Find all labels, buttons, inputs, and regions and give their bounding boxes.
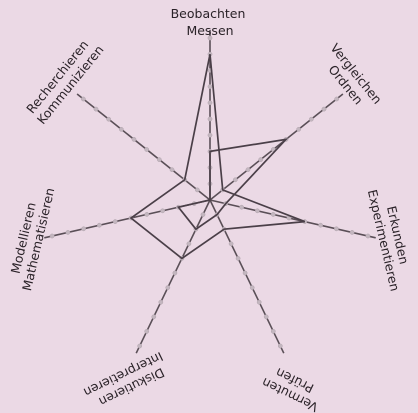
tick-vergleichen-2 [232,177,238,183]
tick-erkunden-9 [349,230,355,235]
tick-diskutieren-1 [200,212,206,217]
tick-vergleichen-3 [245,167,251,173]
axis-label-vermuten: Vermuten Prüfen [256,360,327,413]
tick-modellieren-8 [81,226,86,232]
tick-recherchieren-6 [131,137,137,142]
tick-vermuten-8 [263,314,269,320]
tick-modellieren-10 [49,233,55,239]
tick-vergleichen-7 [296,126,302,132]
tick-beobachten-7 [207,84,213,89]
axis-label-modellieren: Modellieren Mathematisieren [4,183,57,292]
tick-vermuten-4 [235,256,241,261]
tick-recherchieren-3 [169,167,175,173]
axis-label-beobachten: Beobachten Messen [171,6,250,38]
tick-modellieren-7 [97,222,102,228]
tick-beobachten-5 [207,116,213,122]
tick-diskutieren-9 [144,329,150,334]
tick-erkunden-2 [239,204,244,210]
axis-line-vermuten [209,199,285,354]
tick-modellieren-9 [65,230,71,235]
tick-erkunden-8 [334,226,339,232]
axis-line-diskutieren [135,199,211,354]
tick-diskutieren-10 [137,343,143,349]
tick-erkunden-4 [270,212,276,217]
profile-polygon-2 [176,138,289,231]
tick-diskutieren-5 [172,270,178,276]
tick-beobachten-6 [207,100,213,106]
axis-line-vergleichen [209,93,344,201]
tick-diskutieren-6 [165,285,171,290]
ticks-layer [49,35,371,349]
axis-label-erkunden: Erkunden Experimentieren [365,185,418,293]
profile-polygon-1 [129,54,306,260]
tick-recherchieren-4 [156,157,162,162]
tick-recherchieren-1 [194,187,200,193]
tick-erkunden-10 [365,233,371,239]
tick-vermuten-7 [256,299,262,305]
tick-vergleichen-4 [258,157,264,162]
tick-modellieren-4 [144,212,150,217]
tick-erkunden-3 [255,208,260,214]
axis-label-diskutieren: Diskutieren Interpretieren [81,349,172,413]
tick-vermuten-6 [249,285,255,290]
tick-vergleichen-10 [334,96,340,102]
tick-diskutieren-7 [158,299,164,305]
tick-vermuten-3 [228,241,234,247]
tick-vergleichen-9 [321,106,327,112]
tick-modellieren-6 [112,219,118,224]
tick-recherchieren-10 [80,96,86,102]
axis-line-erkunden [209,199,376,239]
tick-recherchieren-5 [144,147,150,152]
tick-modellieren-3 [160,208,165,214]
tick-vermuten-5 [242,270,248,276]
tick-vermuten-9 [270,329,276,334]
tick-vermuten-10 [277,343,283,349]
tick-diskutieren-3 [186,241,192,247]
tick-beobachten-4 [207,132,213,138]
tick-recherchieren-8 [106,116,112,122]
tick-diskutieren-8 [151,314,157,320]
tick-vergleichen-8 [308,116,314,122]
tick-recherchieren-7 [118,126,124,132]
tick-erkunden-7 [318,222,323,228]
tick-recherchieren-9 [93,106,99,112]
axis-line-recherchieren [76,93,211,201]
axis-label-recherchieren: Recherchieren Kommunizieren [22,33,106,127]
tick-beobachten-10 [207,35,213,41]
profiles-layer [129,54,306,260]
